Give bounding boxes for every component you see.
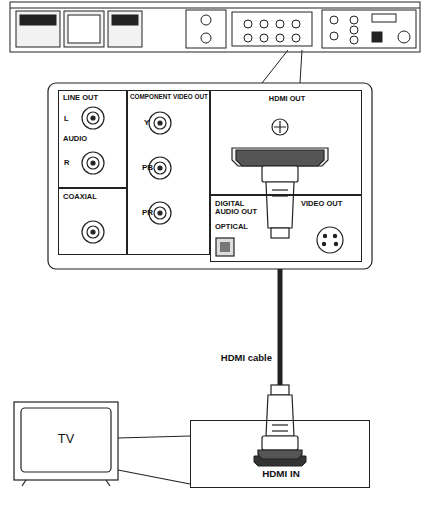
tv-input-callout: HDMI IN	[190, 420, 370, 488]
cable-label: HDMI cable	[219, 352, 274, 363]
port-label: HDMI IN	[191, 469, 371, 479]
port-label: TV	[14, 432, 118, 445]
component-video-panel: COMPONENT VIDEO OUT Y PB PR	[127, 90, 210, 255]
coaxial-panel: COAXIAL	[58, 188, 127, 255]
screw	[272, 119, 288, 135]
port-label: PR	[142, 209, 153, 217]
port-label: OPTICAL	[215, 223, 248, 231]
port-label: AUDIO	[63, 135, 87, 143]
hdmi-out-panel: HDMI OUT	[210, 90, 362, 195]
port-label: LINE OUT	[63, 94, 98, 102]
port-label: PB	[142, 164, 153, 172]
port-label: L	[64, 115, 69, 123]
port-label: R	[64, 159, 69, 167]
hdmi-port	[232, 148, 328, 166]
digital-audio-panel: DIGITAL AUDIO OUT OPTICAL VIDEO OUT	[210, 195, 362, 262]
player-rear	[10, 2, 420, 83]
tv-set	[14, 402, 190, 486]
port-label: VIDEO OUT	[301, 200, 342, 208]
line-out-panel: LINE OUT L AUDIO R	[58, 90, 127, 188]
port-label: Y	[144, 119, 149, 127]
port-label: HDMI OUT	[211, 95, 363, 103]
port-label: COAXIAL	[63, 193, 97, 201]
zoom-panel	[48, 83, 372, 269]
tv-box: TV	[14, 402, 118, 480]
optical-port	[216, 238, 234, 256]
port-label: COMPONENT VIDEO OUT	[130, 94, 208, 101]
screw-slot	[274, 121, 286, 133]
s-video-port	[317, 227, 343, 253]
leader-line	[118, 436, 190, 438]
port-label: DIGITAL AUDIO OUT	[215, 200, 265, 216]
